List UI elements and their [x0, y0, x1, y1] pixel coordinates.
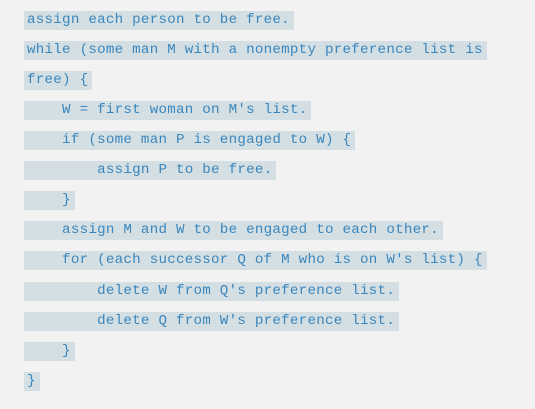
code-line: } [24, 372, 40, 391]
code-line-text: W = first woman on M's list. [24, 101, 312, 120]
code-line: assign each person to be free. [24, 11, 294, 30]
code-line-text: for (each successor Q of M who is on W's… [24, 251, 487, 270]
code-line: delete Q from W's preference list. [24, 312, 400, 331]
code-line: W = first woman on M's list. [24, 101, 312, 120]
code-line-text: assign M and W to be engaged to each oth… [24, 221, 443, 240]
code-line: if (some man P is engaged to W) { [24, 131, 356, 150]
code-line-text: } [24, 372, 40, 391]
code-line-text: delete W from Q's preference list. [24, 282, 400, 301]
code-line: while (some man M with a nonempty prefer… [24, 41, 487, 60]
code-line-text: if (some man P is engaged to W) { [24, 131, 356, 150]
code-line: } [24, 342, 75, 361]
code-line-text: } [24, 191, 75, 210]
code-line-text: free) { [24, 71, 93, 90]
code-line-text: } [24, 342, 75, 361]
code-line: } [24, 191, 75, 210]
code-line-text: assign each person to be free. [24, 11, 294, 30]
code-line-text: assign P to be free. [24, 161, 277, 180]
code-line: assign P to be free. [24, 161, 277, 180]
code-line: assign M and W to be engaged to each oth… [24, 221, 443, 240]
code-line: free) { [24, 71, 93, 90]
code-line-text: delete Q from W's preference list. [24, 312, 400, 331]
code-line: delete W from Q's preference list. [24, 282, 400, 301]
code-line-text: while (some man M with a nonempty prefer… [24, 41, 487, 60]
code-line: for (each successor Q of M who is on W's… [24, 251, 487, 270]
